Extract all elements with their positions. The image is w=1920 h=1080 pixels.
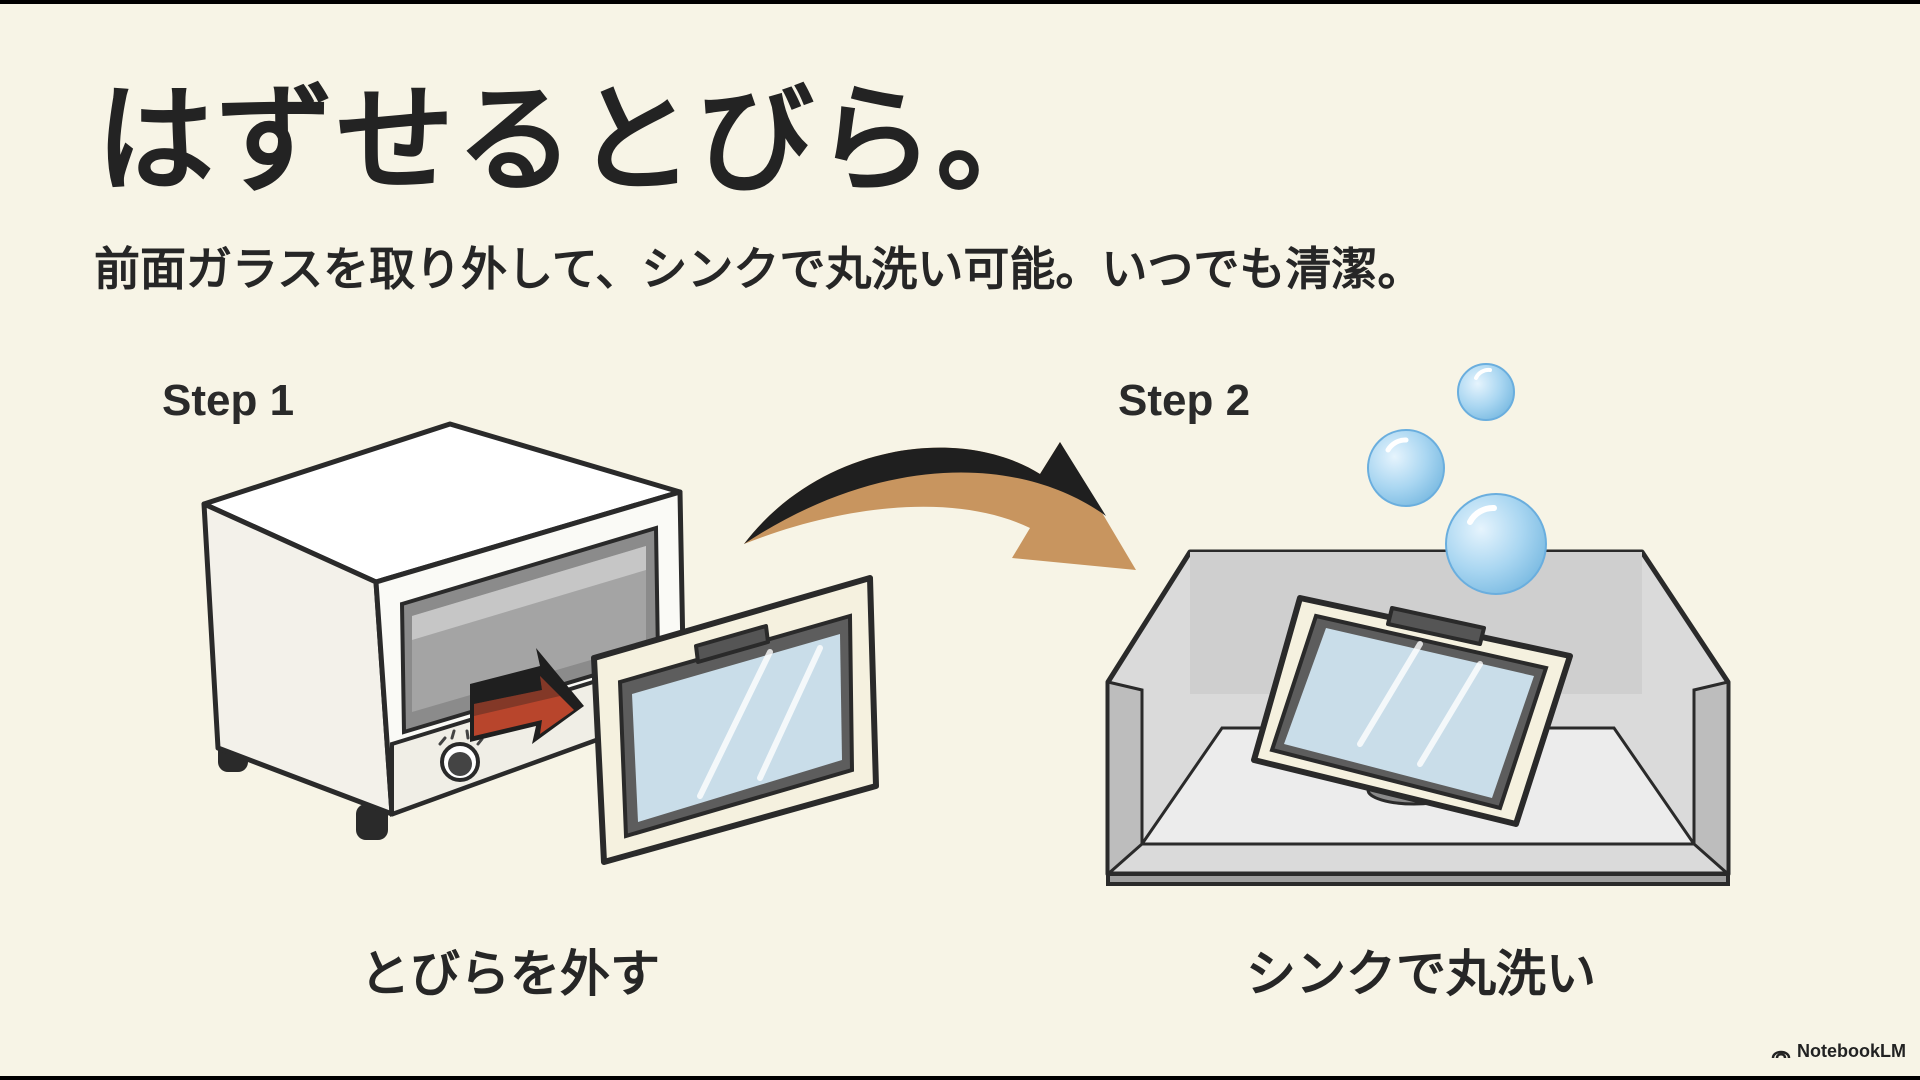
notebooklm-logo-icon xyxy=(1771,1050,1791,1058)
step-1-caption: とびらを外す xyxy=(360,945,660,1003)
slide-title: はずせるとびら。 xyxy=(96,71,1057,209)
step-2-label: Step 2 xyxy=(1118,376,1251,425)
step-2-caption: シンクで丸洗い xyxy=(1246,945,1596,1003)
direction-arrow-icon xyxy=(470,648,584,744)
illustration xyxy=(201,363,1731,886)
bubbles-icon xyxy=(1367,363,1547,595)
brand-label: NotebookLM xyxy=(1797,1041,1906,1061)
door-in-sink-icon xyxy=(1251,595,1573,827)
step-1-label: Step 1 xyxy=(162,376,295,425)
removed-door-icon xyxy=(591,575,879,865)
brand-watermark: NotebookLM xyxy=(1771,1041,1906,1062)
slide-subtitle: 前面ガラスを取り外して、シンクで丸洗い可能。いつでも清潔。 xyxy=(94,242,1424,296)
curved-arrow-icon xyxy=(744,442,1136,570)
slide: はずせるとびら。 前面ガラスを取り外して、シンクで丸洗い可能。いつでも清潔。 S… xyxy=(0,4,1920,1076)
